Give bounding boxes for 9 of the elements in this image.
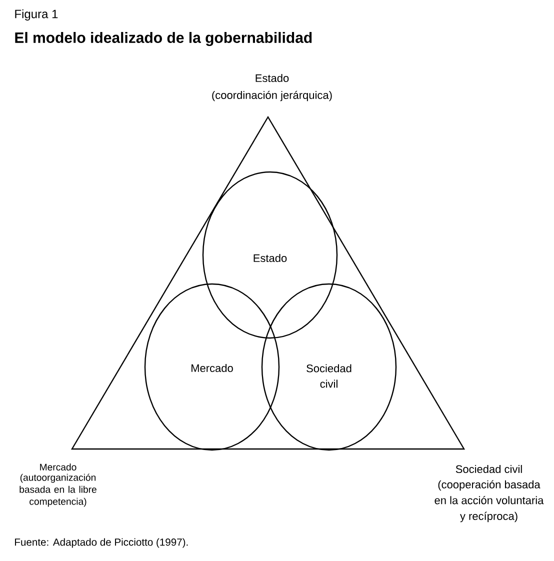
title: El modelo idealizado de la gobernabilidad (15, 32, 312, 46)
source-note: Fuente: Adaptado de Picciotto (1997). (15, 538, 188, 548)
vertex-label: Sociedad civil (456, 464, 522, 474)
figure-number: Figura 1 (15, 9, 58, 21)
vertex-label: Estado (256, 74, 289, 82)
vertex-label: Mercado (40, 464, 76, 471)
vertex-description: (cooperación basada en la acción voluntaria y recíproca) (434, 480, 544, 522)
vertex-description: (autoorganización basada en la libre competencia) (20, 474, 96, 507)
vertex-description: (coordinación jerárquica) (212, 90, 332, 102)
